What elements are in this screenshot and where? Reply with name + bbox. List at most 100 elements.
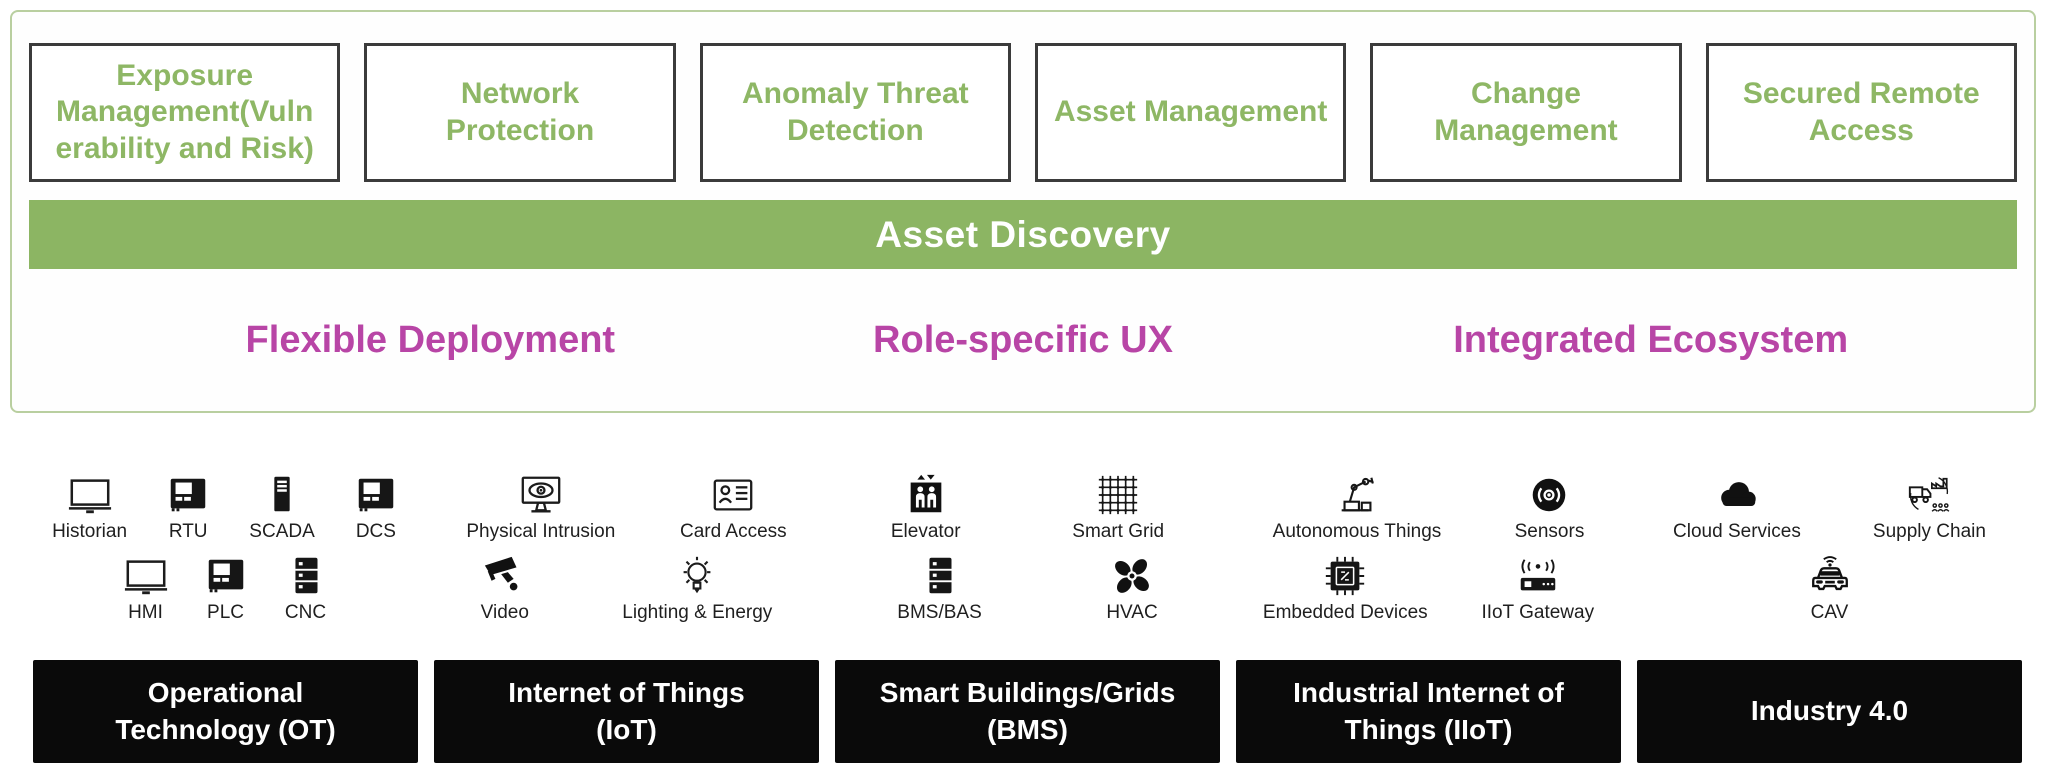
chip-icon — [1326, 556, 1365, 596]
device-item: Historian — [52, 472, 127, 543]
device-label: Supply Chain — [1872, 521, 1986, 542]
sector-smart-buildings-icons: Elevator Smart Grid BMS/BAS HVAC — [835, 448, 1220, 660]
capability-row: Exposure Management(Vuln erability and R… — [29, 43, 2017, 182]
icon-row: Embedded Devices IIoT Gateway — [1236, 553, 1621, 624]
device-label: Embedded Devices — [1262, 602, 1428, 623]
device-label: CAV — [1810, 602, 1849, 623]
cloud-icon — [1721, 482, 1756, 507]
id-card-icon — [713, 479, 753, 511]
fan-icon — [1115, 559, 1149, 593]
icon-row: CAV — [1637, 553, 2022, 624]
icon-row: Elevator Smart Grid — [835, 472, 1220, 543]
sector-smart-buildings: Elevator Smart Grid BMS/BAS HVAC — [835, 448, 1220, 763]
sector-bar-label: Operational Technology (OT) — [115, 677, 336, 745]
device-label: Autonomous Things — [1272, 521, 1442, 542]
device-label: BMS/BAS — [897, 602, 982, 623]
icon-row: Historian RTU SCADA DCS — [33, 472, 418, 543]
icon-row: Video Lighting & Energy — [434, 553, 819, 624]
device-item: PLC — [203, 553, 249, 624]
device-label: Historian — [52, 521, 128, 542]
sector-industry40: Cloud Services Supply Chain CAV Industry… — [1637, 448, 2022, 763]
sector-iiot: Autonomous Things Sensors Embedded Devic… — [1236, 448, 1621, 763]
controller-icon — [358, 478, 394, 512]
device-item: CNC — [283, 553, 329, 624]
device-label: IIoT Gateway — [1481, 602, 1595, 623]
capability-label: Secured Remote Access — [1742, 76, 1980, 147]
device-label: CNC — [284, 602, 327, 623]
sector-bar-label: Smart Buildings/Grids (BMS) — [879, 677, 1176, 745]
device-item: Autonomous Things — [1272, 472, 1442, 543]
gateway-icon — [1520, 559, 1556, 591]
sector-iot-icons: Physical Intrusion Card Access Video Lig… — [434, 448, 819, 660]
robot-arm-icon — [1341, 477, 1374, 512]
icon-row: BMS/BAS HVAC — [835, 553, 1220, 624]
device-item: Sensors — [1514, 472, 1585, 543]
device-item: Video — [481, 553, 529, 624]
cctv-camera-icon — [484, 556, 518, 591]
sector-bar-smart-buildings: Smart Buildings/Grids (BMS) — [835, 660, 1220, 763]
sector-ot-icons: Historian RTU SCADA DCS — [33, 448, 418, 660]
device-label: HVAC — [1106, 602, 1158, 623]
icon-row: HMI PLC CNC — [33, 553, 418, 624]
device-label: Video — [480, 602, 529, 623]
device-label: Sensors — [1514, 521, 1585, 542]
device-item: RTU — [165, 472, 211, 543]
sector-bar-iot: Internet of Things (IoT) — [434, 660, 819, 763]
controller-icon — [170, 478, 206, 512]
device-label: HMI — [128, 602, 163, 623]
sectors-row: Historian RTU SCADA DCS — [33, 448, 2022, 763]
capability-label: Network Protection — [445, 76, 595, 147]
icon-row: Physical Intrusion Card Access — [434, 472, 819, 543]
device-item: BMS/BAS — [897, 553, 982, 624]
smart-grid-icon — [1099, 475, 1138, 515]
monitor-icon — [68, 479, 111, 514]
icon-row: Cloud Services Supply Chain — [1637, 472, 2022, 543]
sector-bar-label: Industry 4.0 — [1750, 695, 1909, 727]
device-label: PLC — [207, 602, 244, 623]
capability-box-asset-management: Asset Management — [1034, 43, 1347, 182]
device-item: Embedded Devices — [1263, 553, 1428, 624]
capability-label: Asset Management — [1053, 95, 1328, 129]
capability-label: Anomaly Threat Detection — [741, 76, 969, 147]
asset-discovery-bar: Asset Discovery — [29, 200, 2017, 269]
device-item: IIoT Gateway — [1481, 553, 1594, 624]
monitor-icon — [124, 560, 167, 595]
sector-iot: Physical Intrusion Card Access Video Lig… — [434, 448, 819, 763]
device-item: Cloud Services — [1673, 472, 1801, 543]
device-item: HVAC — [1106, 553, 1158, 624]
device-label: Elevator — [890, 521, 961, 542]
server-tower-icon — [274, 476, 290, 512]
pillar-integrated-ecosystem: Integrated Ecosystem — [1453, 318, 1849, 361]
sector-bar-label: Internet of Things (IoT) — [508, 677, 745, 745]
pillar-flexible-deployment: Flexible Deployment — [245, 318, 616, 361]
server-rack-icon — [928, 557, 952, 594]
capability-box-change-management: Change Management — [1370, 43, 1682, 182]
device-item: Card Access — [680, 472, 787, 543]
device-label: Cloud Services — [1673, 521, 1801, 542]
device-label: SCADA — [249, 521, 315, 542]
sector-bar-label: Industrial Internet of Things (IIoT) — [1293, 677, 1564, 745]
device-label: Lighting & Energy — [622, 602, 773, 623]
capability-box-anomaly-threat-detection: Anomaly Threat Detection — [699, 43, 1011, 182]
platform-panel: Exposure Management(Vuln erability and R… — [10, 10, 2036, 413]
device-label: Card Access — [679, 521, 787, 542]
sector-industry40-icons: Cloud Services Supply Chain CAV — [1637, 448, 2022, 660]
pillar-role-specific-ux: Role-specific UX — [873, 318, 1173, 361]
device-item: CAV — [1807, 553, 1853, 624]
device-item: Smart Grid — [1072, 472, 1164, 543]
device-item: DCS — [353, 472, 399, 543]
device-label: RTU — [168, 521, 208, 542]
sector-ot: Historian RTU SCADA DCS — [33, 448, 418, 763]
capability-box-network-protection: Network Protection — [364, 43, 676, 182]
device-item: SCADA — [249, 472, 315, 543]
pillars-row: Flexible Deployment Role-specific UX Int… — [29, 290, 2017, 390]
device-item: HMI — [123, 553, 169, 624]
device-label: DCS — [355, 521, 396, 542]
sector-bar-iiot: Industrial Internet of Things (IIoT) — [1236, 660, 1621, 763]
capability-label: Change Management — [1434, 76, 1618, 147]
sensor-icon — [1533, 478, 1566, 512]
light-bulb-icon — [683, 556, 711, 594]
controller-icon — [208, 559, 243, 593]
server-rack-icon — [294, 557, 317, 594]
